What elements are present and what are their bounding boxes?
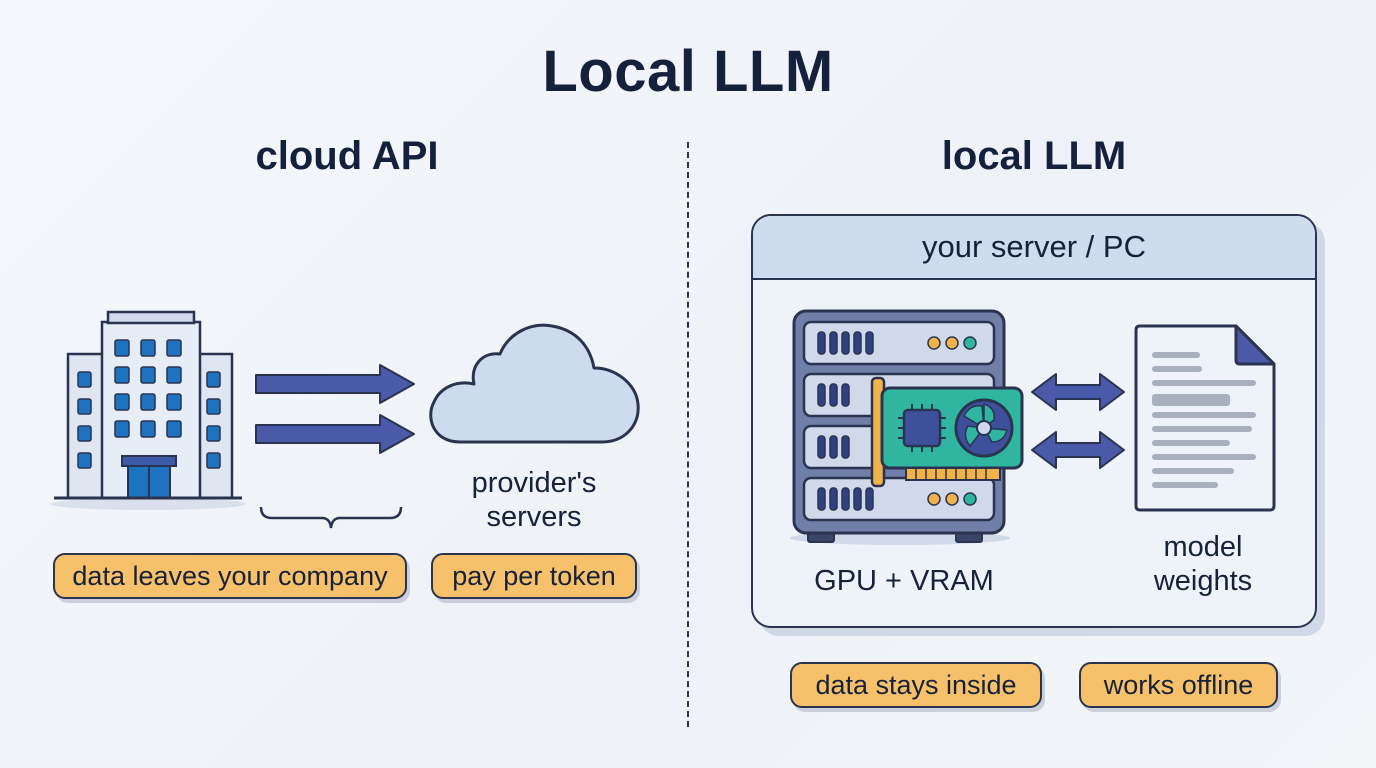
model-weights-caption: model weights: [1113, 530, 1293, 598]
brace-icon: [259, 506, 403, 529]
caption-line: provider's: [471, 467, 597, 499]
page-title: Local LLM: [542, 39, 834, 104]
office-building-icon: [50, 310, 246, 510]
cloud-api-heading: cloud API: [255, 134, 439, 178]
caption-line: model: [1163, 531, 1243, 563]
tag-pay-per-token: pay per token: [431, 553, 637, 599]
gpu-vram-caption: GPU + VRAM: [814, 565, 994, 597]
caption-line: servers: [486, 501, 582, 533]
tag-works-offline: works offline: [1079, 662, 1278, 708]
section-divider: [687, 142, 689, 727]
server-box-header: your server / PC: [753, 216, 1315, 280]
tag-data-stays-inside: data stays inside: [790, 662, 1042, 708]
provider-servers-caption: provider's servers: [434, 466, 634, 534]
arrow-right-icon: [255, 364, 415, 454]
double-arrow-icon: [1031, 373, 1125, 469]
gpu-card-icon: [870, 376, 1024, 488]
cloud-icon: [429, 323, 640, 444]
local-llm-heading: local LLM: [941, 134, 1127, 178]
caption-line: weights: [1153, 565, 1253, 597]
document-icon: [1134, 324, 1276, 512]
tag-data-leaves: data leaves your company: [53, 553, 407, 599]
